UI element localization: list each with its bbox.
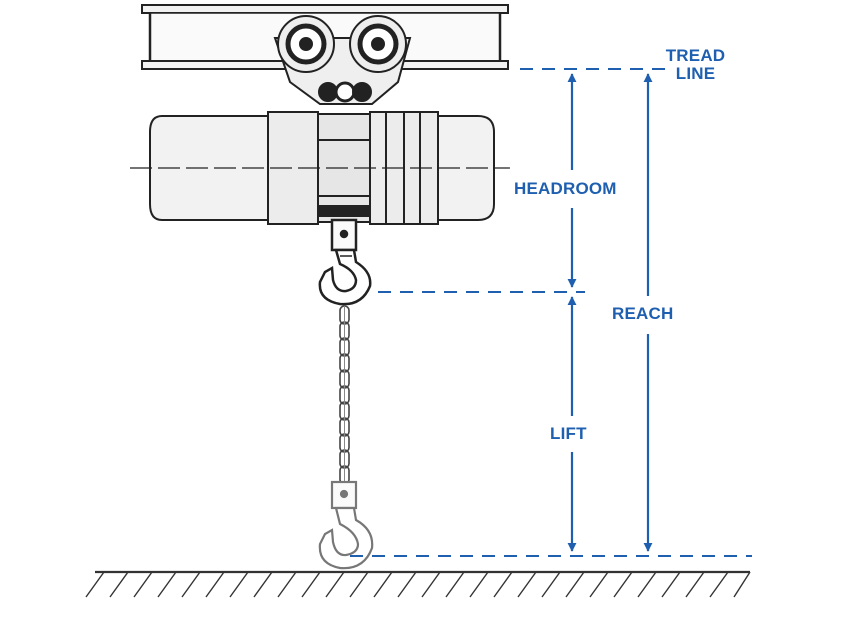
- tread-line-label-line1: TREAD: [665, 46, 726, 65]
- hoist-body: [130, 111, 510, 225]
- dimension-arrows: [567, 73, 653, 552]
- guide-rollers: [318, 81, 372, 103]
- lower-hook: [318, 480, 374, 570]
- trolley: [273, 15, 412, 105]
- headroom-label: HEADROOM: [514, 179, 617, 198]
- trolley-wheel-left: [277, 15, 335, 73]
- load-chain: [339, 305, 350, 485]
- lift-label: LIFT: [550, 424, 587, 443]
- dimension-reference-lines: [350, 68, 752, 557]
- ground-hatch: [85, 570, 751, 598]
- trolley-wheel-right: [349, 15, 407, 73]
- reach-label: REACH: [612, 304, 674, 323]
- tread-line-label-line2: LINE: [675, 64, 716, 83]
- tread-line-label: TREAD LINE: [648, 47, 743, 83]
- upper-hook: [318, 218, 372, 306]
